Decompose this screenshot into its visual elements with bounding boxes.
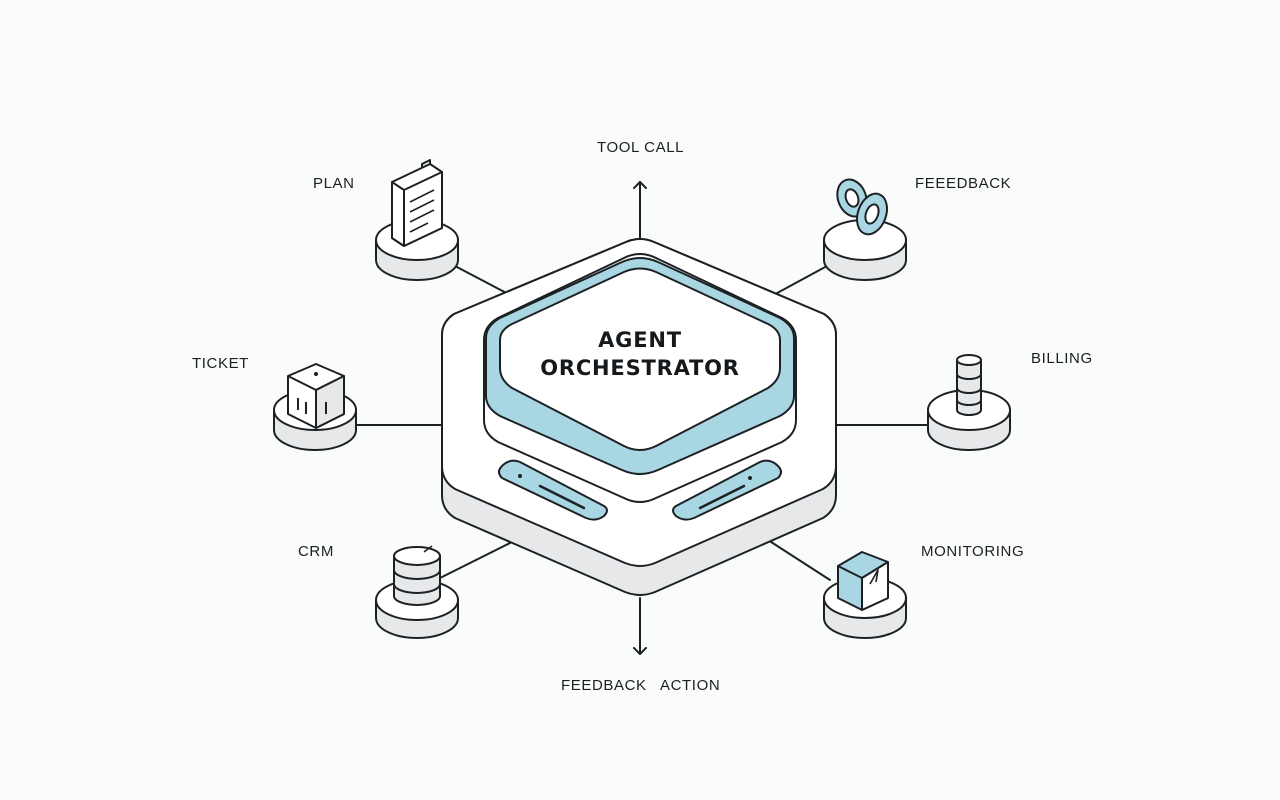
node-feedback <box>823 178 907 281</box>
cylinder-icon <box>956 354 982 416</box>
node-ticket <box>273 363 357 451</box>
hub-title: AGENT ORCHESTRATOR <box>520 326 760 382</box>
clipboard-icon <box>391 159 443 247</box>
label-feedback-bottom: FEEDBACK <box>561 677 647 694</box>
hub-right-slot-line <box>698 484 746 510</box>
label-plan: PLAN <box>313 175 355 192</box>
hub-cushion-top <box>499 267 781 451</box>
label-ticket: TICKET <box>192 355 249 372</box>
rings-icon <box>836 178 888 236</box>
label-feedback: FEEEDBACK <box>915 175 1012 192</box>
label-billing: BILLING <box>1031 350 1093 367</box>
connector-crm <box>435 539 517 581</box>
label-crm: CRM <box>298 543 334 560</box>
connector-feedback <box>767 265 828 299</box>
hub-right-slot <box>672 459 782 521</box>
database-icon <box>393 545 441 606</box>
hub-right-slot-dot <box>748 476 752 480</box>
node-monitoring <box>823 551 907 639</box>
label-tool-call: TOOL CALL <box>597 139 685 156</box>
cube-icon <box>287 363 345 429</box>
label-action: ACTION <box>660 677 721 694</box>
connector-monitoring <box>767 539 831 581</box>
node-plan <box>375 159 459 281</box>
node-crm <box>375 545 459 639</box>
hub <box>441 238 837 596</box>
hub-left-slot-dot <box>518 474 522 478</box>
hub-left-slot-line <box>538 484 586 510</box>
box-icon <box>837 551 889 611</box>
hub-title-line-1: AGENT <box>598 328 682 352</box>
hub-title-line-2: ORCHESTRATOR <box>540 356 740 380</box>
label-monitoring: MONITORING <box>921 543 1025 560</box>
node-billing <box>927 354 1011 451</box>
